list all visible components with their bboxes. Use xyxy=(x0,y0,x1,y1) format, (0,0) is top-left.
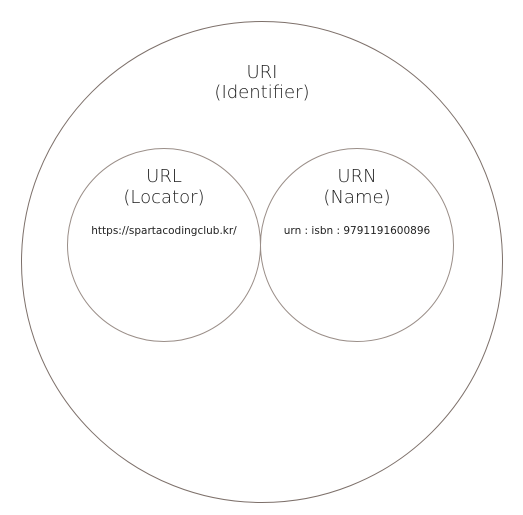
urn-circle xyxy=(260,148,454,342)
url-subtitle: (Locator) xyxy=(123,187,205,208)
uri-title: URI xyxy=(246,62,278,83)
urn-title: URN xyxy=(337,166,377,187)
uri-subtitle: (Identifier) xyxy=(214,82,310,103)
urn-subtitle: (Name) xyxy=(323,187,391,208)
urn-example: urn : isbn : 9791191600896 xyxy=(283,225,431,237)
uri-circle xyxy=(21,21,503,503)
url-example: https://spartacodingclub.kr/ xyxy=(91,225,237,237)
url-title: URL xyxy=(146,166,182,187)
